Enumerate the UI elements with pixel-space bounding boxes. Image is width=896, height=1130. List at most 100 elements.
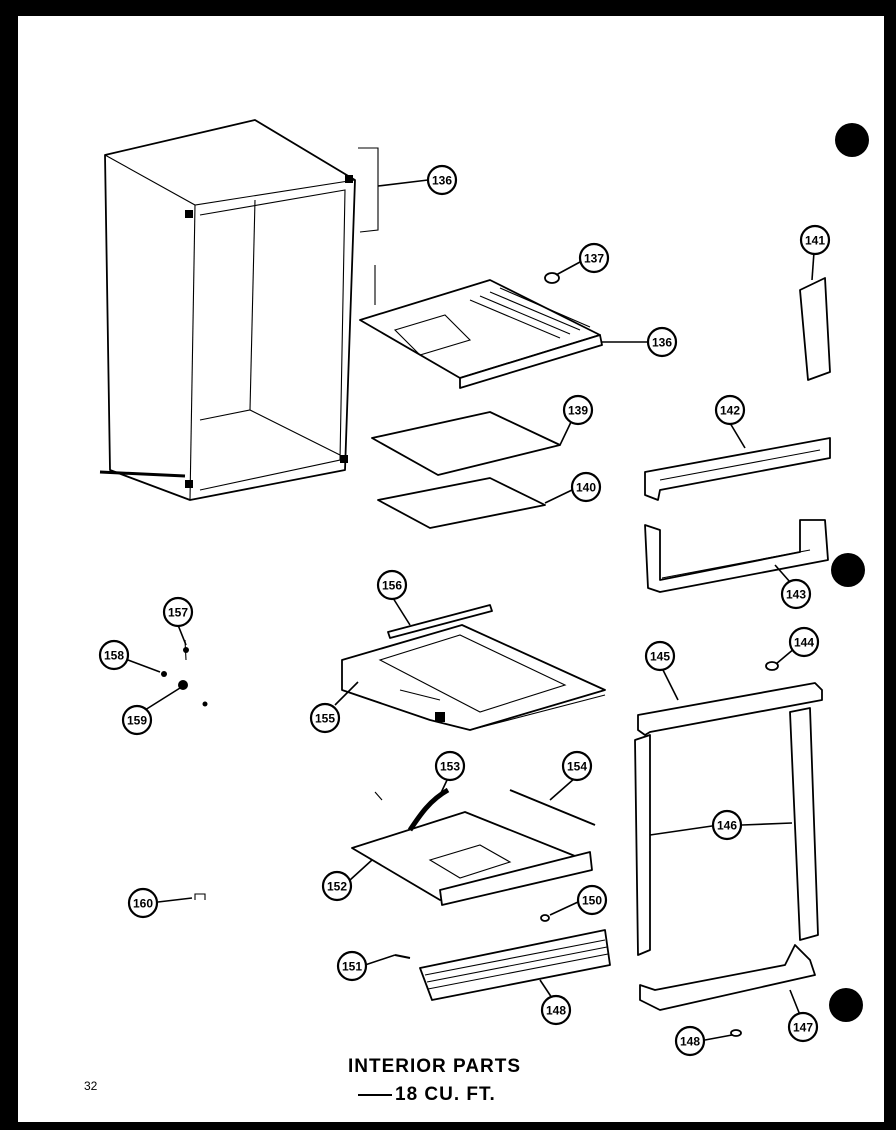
- toe-grille: [419, 929, 611, 1001]
- svg-text:153: 153: [440, 760, 460, 774]
- leader-152: [349, 859, 373, 881]
- callout-142: 142: [714, 394, 746, 426]
- grille-clip: [540, 914, 550, 922]
- callout-146: 146: [711, 809, 743, 841]
- punch-hole-top: [835, 123, 869, 157]
- leader-159: [144, 687, 181, 711]
- shelf-knob: [544, 272, 560, 284]
- svg-text:150: 150: [582, 894, 602, 908]
- leader-157: [177, 624, 187, 646]
- callout-137: 137: [578, 242, 610, 274]
- svg-text:147: 147: [793, 1021, 813, 1035]
- svg-text:142: 142: [720, 404, 740, 418]
- callout-141: 141: [799, 224, 831, 256]
- svg-text:145: 145: [650, 650, 670, 664]
- cover-rod: [509, 789, 596, 826]
- cabinet-liner: [99, 119, 356, 501]
- callout-136b: 136: [646, 326, 678, 358]
- leader-148b: [704, 1034, 733, 1041]
- callout-158: 158: [98, 639, 130, 671]
- callout-151: 151: [336, 950, 368, 982]
- callout-152: 152: [321, 870, 353, 902]
- callout-140a: 140: [570, 471, 602, 503]
- punch-hole-middle: [831, 553, 865, 587]
- svg-text:157: 157: [168, 606, 188, 620]
- callout-156: 156: [376, 569, 408, 601]
- leader-154: [549, 777, 576, 801]
- callout-144: 144: [788, 626, 820, 658]
- leader-142: [729, 422, 746, 449]
- divider-strip: [387, 604, 493, 639]
- callout-145: 145: [644, 640, 676, 672]
- svg-text:136: 136: [652, 336, 672, 350]
- callout-150: 150: [576, 884, 608, 916]
- leader-155: [334, 681, 359, 706]
- callout-155: 155: [309, 702, 341, 734]
- grille-screw: [394, 954, 411, 959]
- leader-160: [157, 897, 193, 903]
- callout-136a: 136: [426, 164, 458, 196]
- leader-158: [127, 659, 161, 673]
- leader-151: [364, 954, 396, 966]
- drain-tube: [407, 787, 450, 832]
- callout-153: 153: [434, 750, 466, 782]
- clip-160: [194, 893, 206, 900]
- liner-trim-bracket: [358, 147, 379, 233]
- callout-154: 154: [561, 750, 593, 782]
- leader-143: [774, 564, 791, 583]
- svg-text:151: 151: [342, 960, 362, 974]
- door-bin: [644, 519, 829, 593]
- door-stop-144: [765, 661, 779, 671]
- svg-text:159: 159: [127, 714, 147, 728]
- leader-140a: [544, 489, 573, 504]
- callout-157: 157: [162, 596, 194, 628]
- svg-text:141: 141: [805, 234, 825, 248]
- door-liner-rail: [637, 682, 823, 736]
- glass-shelf: [377, 477, 546, 529]
- door-liner-side-left: [634, 734, 651, 956]
- svg-text:158: 158: [104, 649, 124, 663]
- diagram-subtitle: 18 CU. FT.: [395, 1084, 496, 1105]
- svg-text:148: 148: [546, 1004, 566, 1018]
- svg-text:140: 140: [576, 481, 596, 495]
- callout-143: 143: [780, 578, 812, 610]
- svg-text:152: 152: [327, 880, 347, 894]
- svg-text:155: 155: [315, 712, 335, 726]
- leader-145: [661, 667, 679, 701]
- leader-146b: [741, 822, 793, 826]
- crisper-frame: [341, 624, 606, 731]
- callout-139: 139: [562, 394, 594, 426]
- leader-146a: [649, 825, 713, 836]
- punch-hole-bottom: [829, 988, 863, 1022]
- crisper-cover: [351, 791, 593, 906]
- svg-text:146: 146: [717, 819, 737, 833]
- svg-text:136: 136: [432, 174, 452, 188]
- svg-text:148: 148: [680, 1035, 700, 1049]
- callout-159: 159: [121, 704, 153, 736]
- leader-150: [549, 901, 579, 916]
- callout-160: 160: [127, 887, 159, 919]
- svg-text:137: 137: [584, 252, 604, 266]
- door-shelf-front: [799, 277, 831, 381]
- leader-139: [559, 419, 573, 446]
- svg-text:143: 143: [786, 588, 806, 602]
- svg-text:144: 144: [794, 636, 814, 650]
- freezer-shelf: [359, 265, 603, 389]
- leader-147: [789, 989, 801, 1016]
- page-number: 32: [84, 1079, 98, 1093]
- door-bottom-bin: [639, 944, 816, 1011]
- leader-153: [439, 777, 449, 796]
- door-stop-148: [730, 1029, 742, 1037]
- callout-148a: 148: [540, 994, 572, 1026]
- door-rail: [644, 437, 831, 501]
- door-liner-side-right: [789, 707, 819, 941]
- svg-text:139: 139: [568, 404, 588, 418]
- diagram-title: INTERIOR PARTS: [348, 1056, 521, 1077]
- leader-148a: [539, 979, 553, 999]
- svg-text:160: 160: [133, 897, 153, 911]
- leader-141: [811, 251, 815, 281]
- callout-148b: 148: [674, 1025, 706, 1057]
- leader-137: [555, 261, 581, 276]
- svg-text:154: 154: [567, 760, 587, 774]
